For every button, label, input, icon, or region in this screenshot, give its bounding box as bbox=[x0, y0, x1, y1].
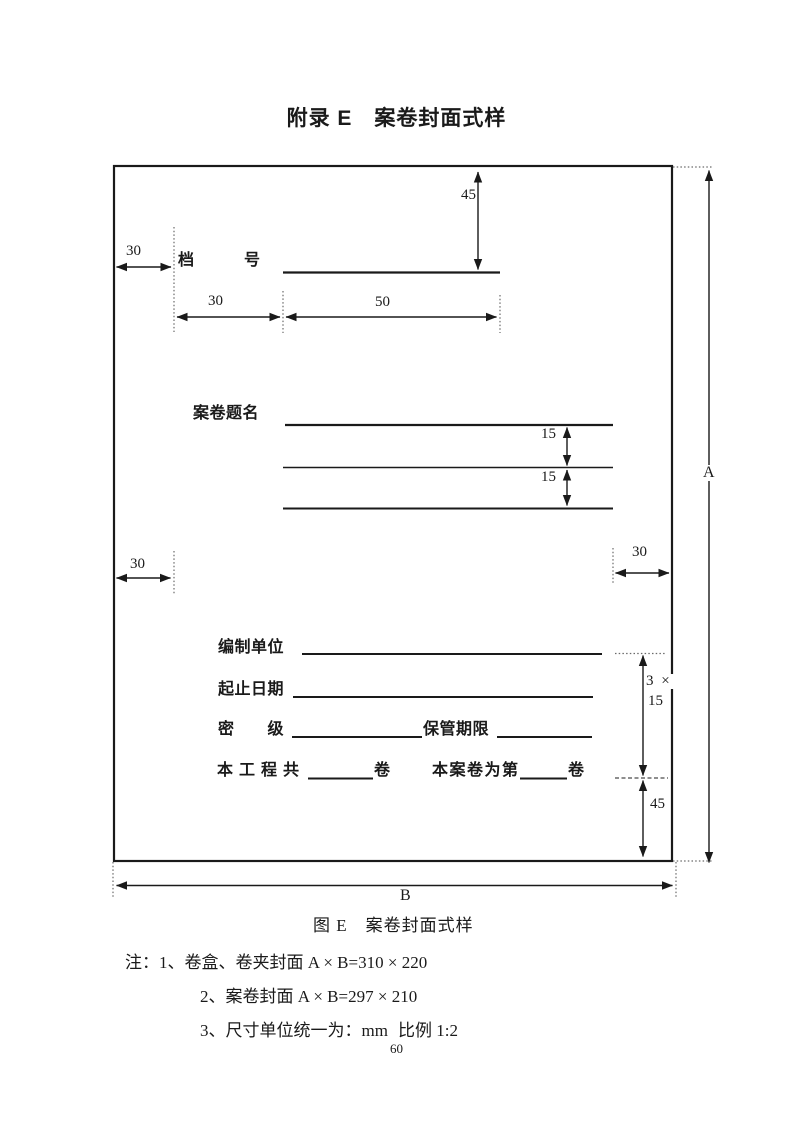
dim-line-gap-1: 15 bbox=[541, 426, 556, 442]
page-title: 附录 E 案卷封面式样 bbox=[286, 107, 507, 130]
dimension-arrows bbox=[116, 170, 714, 890]
dim-rows-count: 3 × bbox=[644, 673, 674, 689]
figure-caption: 图 E 案卷封面式样 bbox=[313, 916, 474, 935]
dim-top-margin: 45 bbox=[461, 187, 476, 203]
field-retention-period-label: 保管期限 bbox=[423, 721, 490, 738]
dim-line-width: 50 bbox=[375, 294, 390, 310]
dim-width-label-B: B bbox=[400, 887, 411, 904]
dim-height-label-A: A bbox=[701, 464, 717, 481]
field-file-number-label: 档 号 bbox=[178, 252, 261, 269]
field-date-range-label: 起止日期 bbox=[218, 681, 285, 698]
dim-row-height: 15 bbox=[648, 693, 663, 709]
form-rule-lines bbox=[283, 271, 613, 780]
field-volume-number-prefix: 本案卷为第 bbox=[432, 762, 520, 779]
field-security-level-label: 密 级 bbox=[218, 721, 285, 738]
field-volume-number-suffix: 卷 bbox=[568, 762, 585, 779]
field-compiling-unit-label: 编制单位 bbox=[218, 639, 285, 656]
field-total-volumes-suffix: 卷 bbox=[374, 762, 391, 779]
dim-bottom-margin: 45 bbox=[650, 796, 665, 812]
note-2: 2、案卷封面 A × B=297 × 210 bbox=[200, 987, 418, 1006]
field-file-title-label: 案卷题名 bbox=[193, 405, 260, 422]
dim-line-gap-2: 15 bbox=[541, 469, 556, 485]
note-3-scale: 比例 1:2 bbox=[398, 1021, 458, 1040]
dim-label-width: 30 bbox=[208, 293, 223, 309]
field-total-volumes-prefix: 本工程共 bbox=[217, 762, 306, 779]
dim-left-margin-mid: 30 bbox=[130, 556, 145, 572]
note-3: 3、尺寸单位统一为：mm bbox=[200, 1021, 388, 1040]
dim-left-margin-top: 30 bbox=[126, 243, 141, 259]
cover-outline bbox=[112, 164, 674, 863]
page-number: 60 bbox=[390, 1041, 403, 1056]
extension-lines bbox=[112, 166, 713, 899]
note-1: 注：1、卷盒、卷夹封面 A × B=310 × 220 bbox=[125, 953, 428, 972]
dim-right-margin-mid: 30 bbox=[632, 544, 647, 560]
